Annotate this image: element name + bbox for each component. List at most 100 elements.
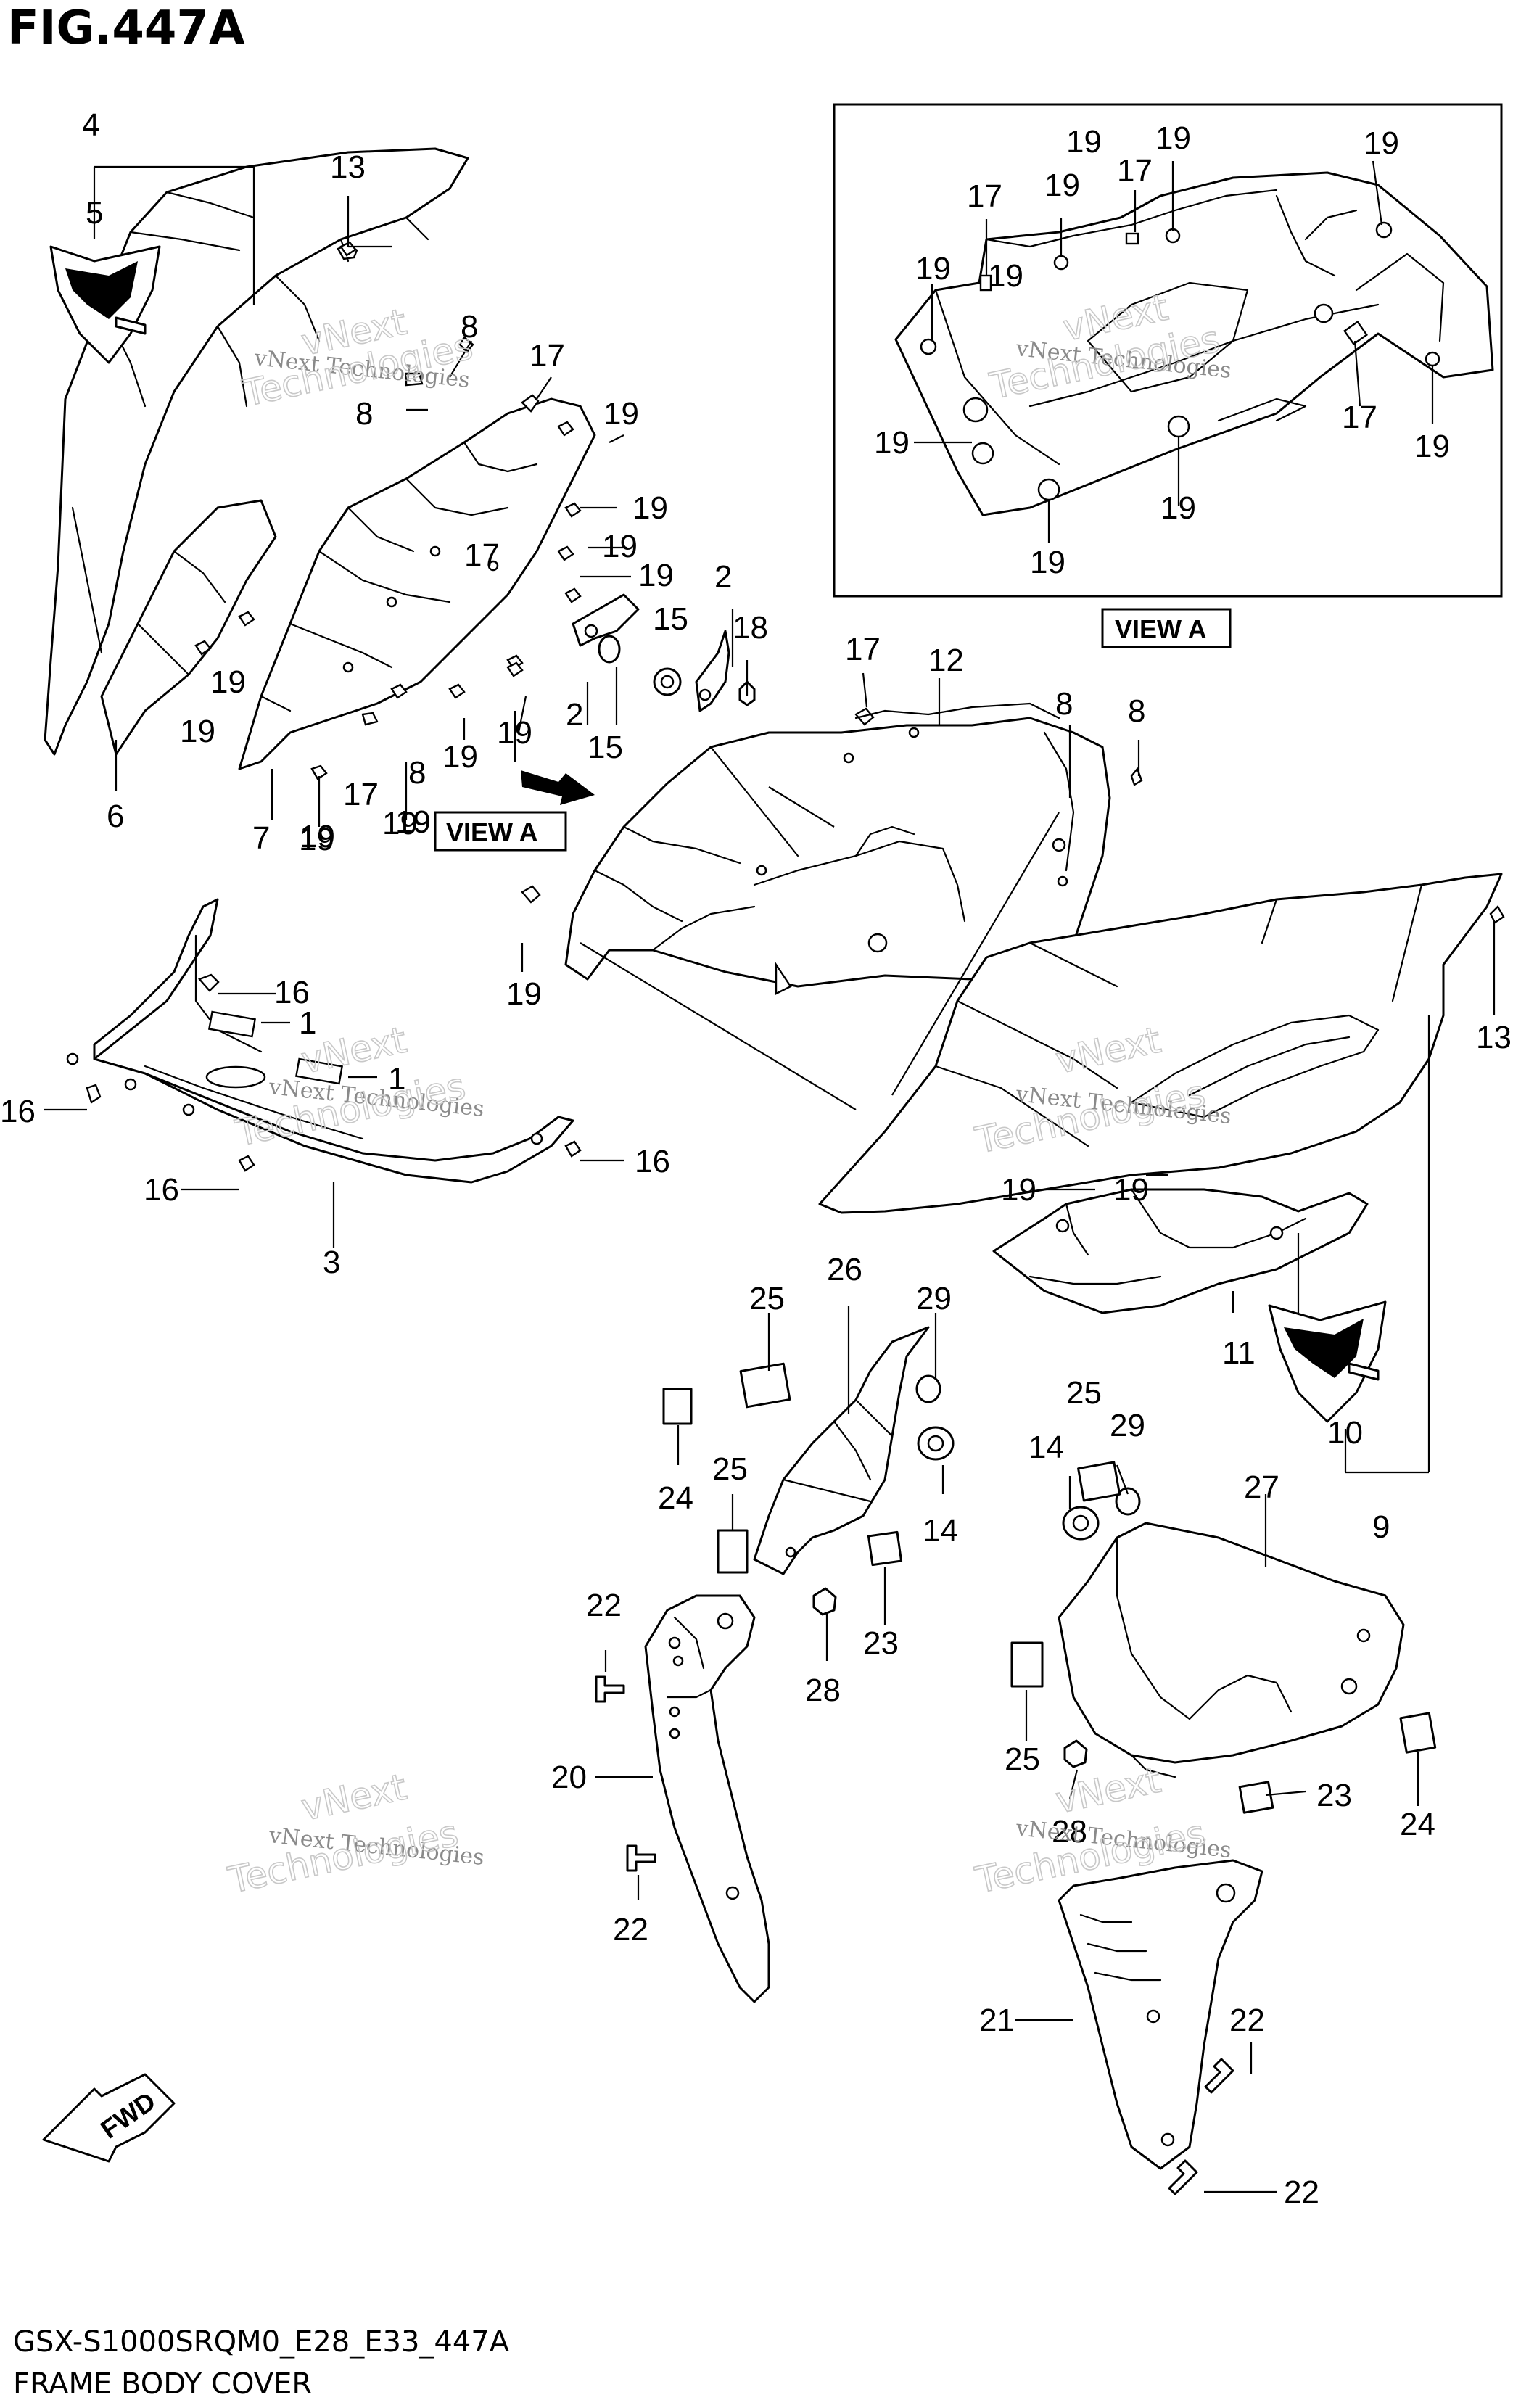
callout-19: 19 [395, 804, 431, 840]
callout-28: 28 [805, 1673, 841, 1708]
inset-callout-19: 19 [1030, 545, 1065, 580]
inset-callout-19: 19 [1160, 490, 1196, 526]
view-a-inset-label-text: VIEW A [1115, 614, 1207, 644]
lower-cowl-bar-part-3 [66, 898, 582, 1184]
callout-26: 26 [827, 1252, 862, 1287]
callout-23: 23 [863, 1625, 899, 1661]
lower-duct-part-11 [992, 1188, 1369, 1314]
inset-callout-19: 19 [988, 258, 1023, 294]
callout-15: 15 [653, 601, 688, 637]
callout-1: 1 [299, 1005, 316, 1041]
inset-callout-19: 19 [1364, 125, 1399, 161]
bracket-part-2 [572, 593, 730, 712]
callout-numbers-main: 4 5 13 8 8 17 19 19 19 19 17 19 19 19 19… [0, 107, 1512, 2210]
callout-16: 16 [144, 1172, 179, 1208]
callout-19: 19 [632, 490, 668, 526]
callout-25: 25 [712, 1451, 748, 1487]
view-a-pointer-arrow [521, 770, 595, 805]
callout-22: 22 [1229, 2003, 1265, 2038]
callout-2: 2 [714, 559, 732, 595]
callout-14: 14 [1028, 1430, 1064, 1465]
callout-29: 29 [916, 1281, 952, 1316]
cover-part-27 [1058, 1522, 1405, 1778]
callout-18: 18 [733, 610, 768, 646]
callout-22: 22 [613, 1912, 648, 1947]
view-a-label-text: VIEW A [446, 817, 538, 847]
callout-25: 25 [1066, 1375, 1102, 1411]
callout-6: 6 [107, 799, 124, 834]
callout-12: 12 [928, 643, 964, 678]
emblem-part-5 [49, 245, 161, 364]
watermark-big: Technologies [224, 1812, 461, 1902]
callout-20: 20 [551, 1760, 587, 1795]
callout-19: 19 [506, 976, 542, 1012]
callout-19: 19 [382, 806, 418, 841]
grommet-part-15 [598, 635, 682, 696]
inset-callout-19: 19 [1044, 168, 1080, 203]
inset-leader-lines [914, 160, 1434, 543]
watermark-big: Technologies [231, 1065, 469, 1155]
emblem-part-10 [1268, 1300, 1387, 1423]
inset-callout-19: 19 [1066, 124, 1102, 160]
air-duct-part-26 [753, 1326, 930, 1575]
inset-callout-19: 19 [915, 251, 951, 286]
callout-16: 16 [635, 1144, 670, 1179]
watermark-big: vNext [297, 1766, 410, 1829]
inset-callout-17: 17 [1117, 153, 1153, 189]
callout-17: 17 [529, 338, 565, 374]
section-name: FRAME BODY COVER [13, 2367, 312, 2401]
callout-5: 5 [86, 195, 103, 231]
callout-23: 23 [1316, 1778, 1352, 1813]
callout-19: 19 [497, 715, 532, 751]
callout-21: 21 [979, 2003, 1015, 2038]
callout-2: 2 [566, 697, 583, 733]
side-cowl-main-part-9 [818, 873, 1503, 1214]
callout-19: 19 [638, 558, 674, 593]
callout-15: 15 [588, 730, 623, 765]
callout-8: 8 [461, 309, 478, 345]
view-a-label-main: VIEW A [434, 811, 567, 852]
callout-16: 16 [0, 1094, 36, 1129]
callout-17: 17 [464, 537, 500, 573]
bracket-part-21 [1058, 1859, 1263, 2170]
callout-8: 8 [408, 755, 426, 791]
callout-24: 24 [658, 1480, 693, 1516]
callout-27: 27 [1244, 1469, 1279, 1505]
callout-14: 14 [923, 1513, 958, 1549]
callout-8: 8 [1055, 686, 1073, 722]
callout-19: 19 [180, 714, 215, 749]
side-cowl-inner-part-12 [564, 702, 1111, 995]
fwd-arrow: FWD [42, 2073, 176, 2163]
callout-numbers-inset: 17 19 17 19 19 19 19 17 19 19 19 19 19 [874, 120, 1450, 580]
callout-7: 7 [252, 820, 270, 856]
inner-panel [238, 397, 596, 770]
callout-29: 29 [1110, 1408, 1145, 1443]
callout-19: 19 [442, 739, 478, 775]
callout-10: 10 [1327, 1415, 1363, 1451]
callout-22: 22 [1284, 2174, 1319, 2210]
callout-25: 25 [1005, 1741, 1040, 1777]
callout-11: 11 [1222, 1335, 1256, 1371]
callout-19: 19 [602, 529, 638, 564]
callout-19: 19 [299, 822, 334, 857]
bracket-part-20 [644, 1594, 770, 2003]
inset-callout-19: 19 [1414, 429, 1450, 464]
view-a-inset [833, 103, 1503, 598]
callout-13: 13 [1476, 1020, 1512, 1055]
inset-callout-19: 19 [1155, 120, 1191, 156]
callout-22: 22 [586, 1588, 622, 1623]
inset-callout-19: 19 [874, 425, 910, 461]
callout-16: 16 [274, 975, 310, 1010]
watermark-big: vNext [1052, 1759, 1164, 1822]
callout-17: 17 [845, 632, 881, 667]
callout-28: 28 [1052, 1814, 1087, 1850]
callout-19: 19 [210, 664, 246, 700]
callout-8: 8 [1128, 693, 1145, 729]
callout-8: 8 [355, 396, 373, 432]
leader-lines [44, 165, 1496, 2193]
callout-24: 24 [1400, 1807, 1435, 1842]
callout-9: 9 [1372, 1509, 1390, 1545]
callout-19: 19 [300, 819, 335, 854]
inset-callout-17: 17 [967, 178, 1002, 214]
